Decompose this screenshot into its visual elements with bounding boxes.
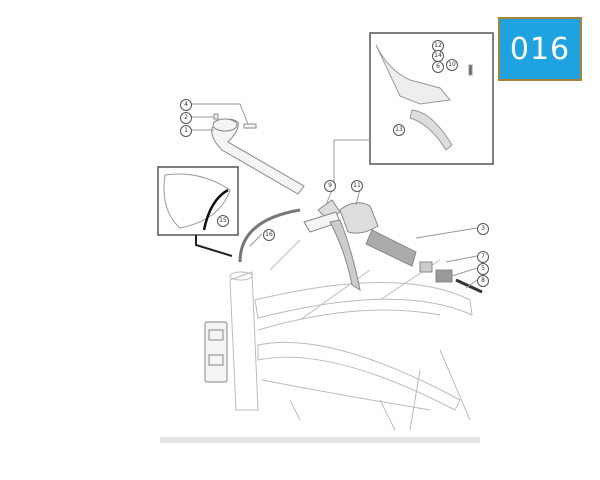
callout-5: 5 — [477, 263, 489, 275]
callout-13: 13 — [393, 124, 405, 136]
callout-1: 1 — [180, 125, 192, 137]
steering-head-tube — [229, 271, 259, 411]
callout-16: 16 — [263, 229, 275, 241]
callout-3: 3 — [477, 223, 489, 235]
callout-2: 2 — [180, 112, 192, 124]
callout-8: 8 — [477, 275, 489, 287]
callout-4: 4 — [180, 99, 192, 111]
callout-11: 11 — [351, 180, 363, 192]
callout-15: 15 — [217, 215, 229, 227]
callout-9: 9 — [324, 180, 336, 192]
callout-7: 7 — [477, 251, 489, 263]
callout-6: 6 — [432, 61, 444, 73]
callout-10: 10 — [446, 59, 458, 71]
page-number-badge: 016 — [498, 17, 582, 81]
